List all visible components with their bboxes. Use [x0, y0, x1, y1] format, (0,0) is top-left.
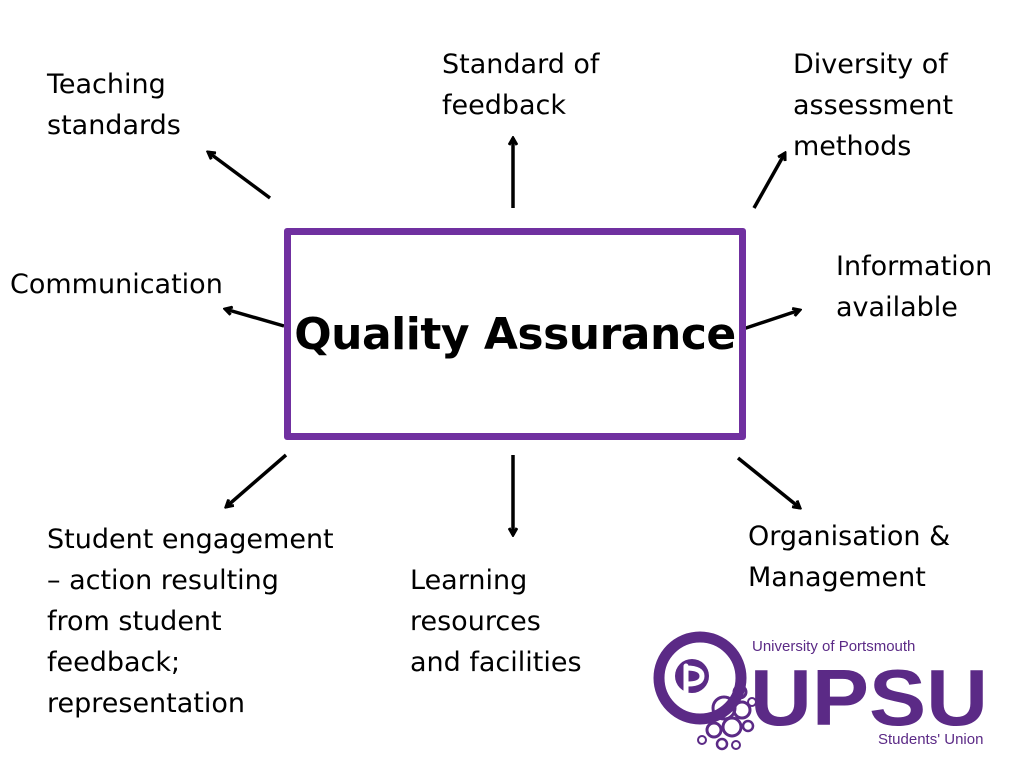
arrow-engagement [226, 453, 288, 507]
arrow-teaching [208, 152, 272, 200]
logo-university-text: University of Portsmouth [752, 638, 915, 655]
quality-assurance-box: Quality Assurance [284, 228, 746, 440]
node-organisation-management: Organisation & Management [748, 521, 951, 593]
node-information-available: Information available [836, 251, 993, 323]
node-diversity-of-assessment: Diversity of assessment methods [793, 49, 954, 162]
arrow-diversity [752, 153, 785, 209]
node-teaching-standards: Teaching standards [47, 69, 181, 141]
arrow-information [739, 310, 800, 332]
node-communication: Communication [10, 269, 223, 300]
upsu-logo: University of Portsmouth UPSU Students' … [652, 630, 997, 755]
arrow-organisation [736, 456, 800, 508]
node-learning-resources: Learning resources and facilities [410, 565, 582, 678]
arrow-communication [225, 309, 285, 328]
upsu-emblem-icon: University of Portsmouth UPSU Students' … [653, 631, 988, 751]
logo-union-text: Students' Union [878, 731, 983, 748]
node-student-engagement: Student engagement – action resulting fr… [47, 524, 334, 719]
node-standard-of-feedback: Standard of feedback [442, 49, 600, 121]
logo-wordmark: UPSU [750, 653, 988, 742]
central-title: Quality Assurance [294, 308, 736, 360]
